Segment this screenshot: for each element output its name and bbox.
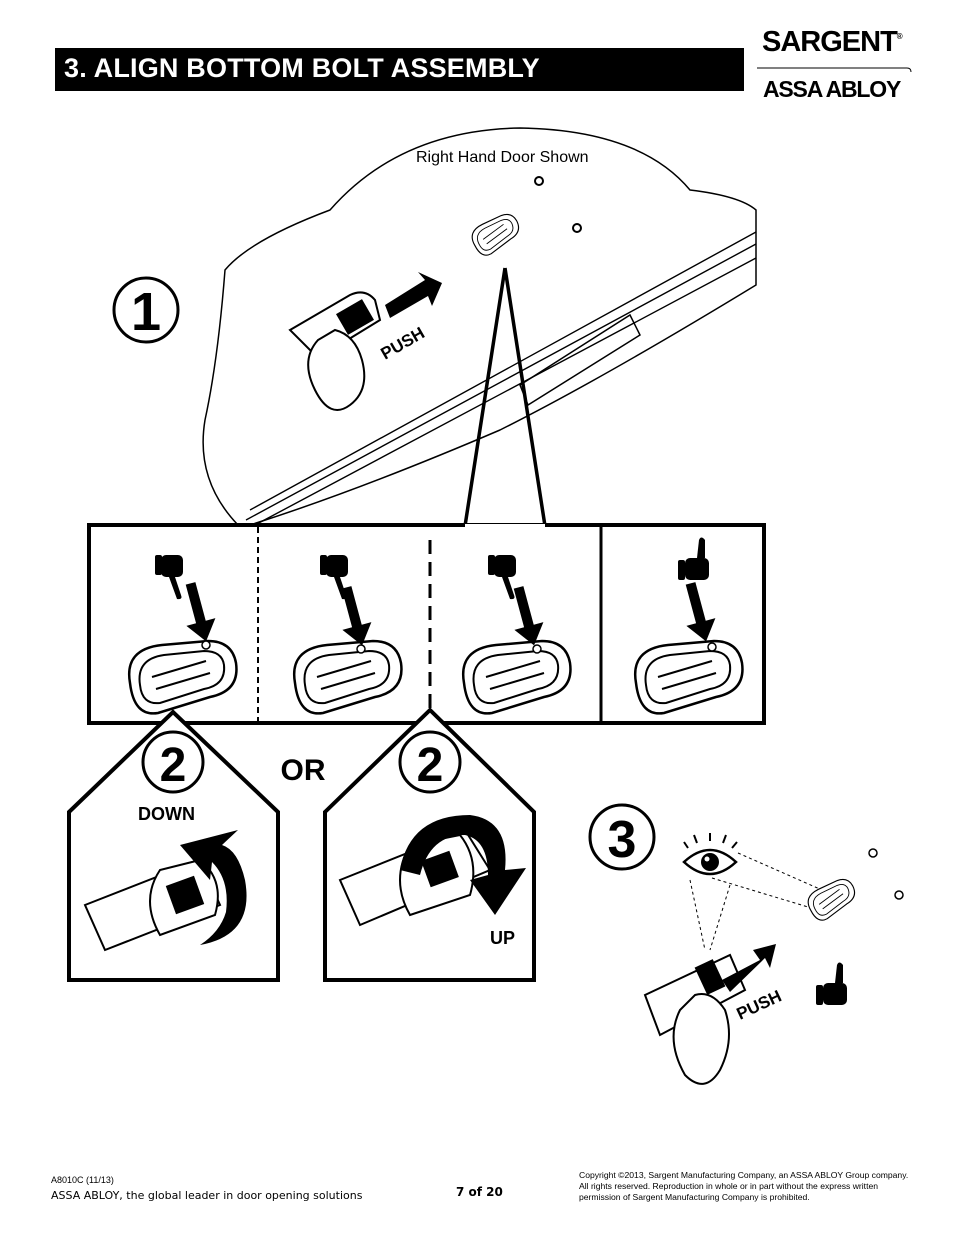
rotate-down-arrow — [180, 830, 247, 945]
logo-reg: ® — [896, 32, 903, 41]
screw-hole — [572, 223, 582, 233]
step-3-number: 3 — [608, 811, 637, 869]
title-bar — [55, 48, 744, 91]
door-outline — [202, 127, 757, 526]
footer-tagline: ASSA ABLOY, the global leader in door op… — [51, 1189, 363, 1202]
door-caption: Right Hand Door Shown — [416, 149, 589, 166]
screw-hole — [868, 848, 878, 858]
push-label-1: PUSH — [378, 323, 428, 363]
copyright-notice: Copyright ©2013, Sargent Manufacturing C… — [579, 1170, 909, 1202]
panel-too-high — [127, 555, 238, 715]
step-3-circle — [588, 803, 656, 871]
down-label: DOWN — [138, 804, 195, 824]
step-2-circle-right — [398, 730, 462, 794]
document-number: A8010C (11/13) — [51, 1175, 114, 1185]
bolt-rotate-up — [338, 815, 526, 927]
eye-icon — [682, 833, 738, 876]
or-label: OR — [281, 754, 326, 787]
step-2-number-left: 2 — [160, 739, 187, 792]
thumbs-up-icon — [816, 962, 847, 1005]
door-edge — [245, 231, 757, 526]
logo-brand: SARGENT — [762, 26, 898, 58]
strike-check — [803, 875, 862, 924]
hand-push-bolt-step1 — [288, 272, 442, 411]
screw-hole — [534, 176, 544, 186]
step-1-circle — [112, 276, 180, 344]
bolt-rotate-down — [83, 830, 247, 952]
push-arrow — [722, 944, 776, 992]
strike-plate — [467, 210, 526, 259]
push-arrow — [385, 272, 442, 318]
step-2-circle-left — [141, 730, 205, 794]
assa-abloy-logo: ASSA ABLOY — [763, 76, 901, 102]
sight-lines — [689, 852, 823, 951]
page-number: 7 of 20 — [456, 1185, 503, 1199]
screw-hole — [894, 890, 904, 900]
panel-correct — [633, 537, 744, 715]
step-1-number: 1 — [131, 282, 161, 342]
step-2-number-right: 2 — [417, 739, 444, 792]
up-label: UP — [490, 928, 515, 948]
rotate-up-arrow — [400, 815, 526, 915]
panel-too-low — [292, 555, 403, 715]
hand-push-bolt-step3 — [643, 944, 776, 1085]
logo-divider — [757, 67, 912, 73]
sargent-logo: SARGENT® — [762, 26, 903, 59]
panel-off-center — [461, 555, 572, 715]
page-title: 3. ALIGN BOTTOM BOLT ASSEMBLY — [64, 53, 540, 83]
callout-lines — [463, 267, 547, 527]
